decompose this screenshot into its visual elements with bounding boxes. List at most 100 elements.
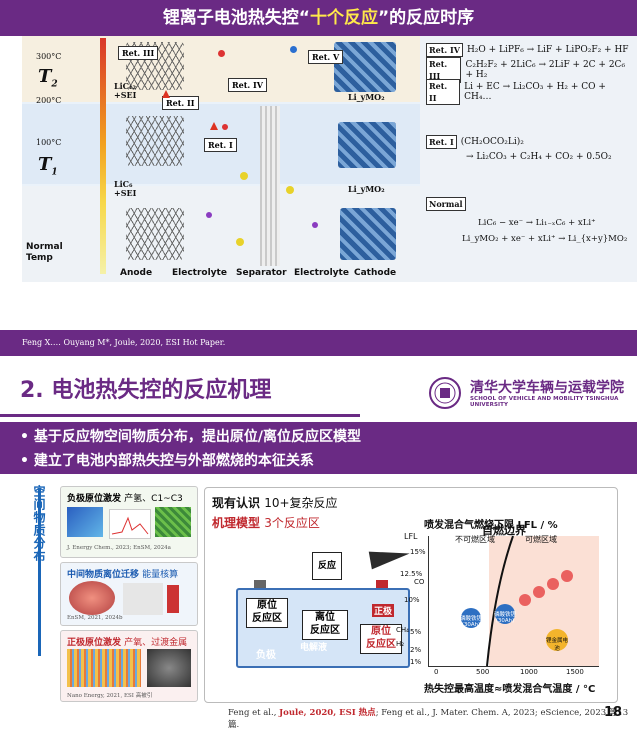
reference-text: Feng X.… Ouyang M*, Joule, 2020, ESI Hot… [22,338,226,347]
li-metal-ball [546,629,568,651]
panel-anode-3d-image [67,507,103,537]
y-axis-top-label: LFL [404,532,418,541]
title-underline [0,414,360,417]
pf6-ion-1 [206,212,212,218]
zone-in-situ-anode: 原位 反应区 [246,598,288,628]
ret-box-iii: Ret. III [118,46,159,60]
x-tick-1000: 1000 [520,668,538,676]
known-label: 现有认识 10+复杂反应 [212,496,338,510]
lfl-title: 喷发混合气燃烧下限 LFL / % [424,520,558,531]
temperature-wave [519,570,573,606]
col-separator: Separator [236,268,287,278]
logo-text-cn: 清华大学车辆与运载学院 [470,380,624,396]
battery-cell-diagram: 反应 原位 反应区 离位 反应区 原位 反应区 电解液 负极 正极 [222,548,422,668]
lfp-ball-2 [495,604,515,624]
cathode-crystal-t2 [334,42,396,92]
panel-migration: 中间物质离位迁移 能量核算 EnSM, 2021, 2024b [60,562,198,626]
banner-title-highlight: 十个反应 [310,8,378,28]
cathode-crystal-normal [340,208,396,260]
zone-in-situ-cathode: 原位 反应区 [360,624,402,654]
anode-graphite-t1 [126,116,184,166]
electrolyte-label: 电解液 [300,643,328,653]
temp-300: 300°C [36,52,62,61]
y-tick-1: 1% [410,658,422,666]
panel-migration-bar [167,585,179,613]
thermal-runaway-figure: 300°C T2 200°C 100°C T1 Normal Temp LiC₁… [22,36,420,282]
heat-triangle-2 [162,90,170,98]
x-axis-label: 热失控最高温度≈喷发混合气温度 / °C [424,684,596,695]
x-tick-0: 0 [434,668,439,676]
page-number: 18 [604,705,623,720]
lfp-ball-1 [461,608,481,628]
panel-migration-title: 中间物质离位迁移 能量核算 [67,570,179,580]
x-tick-500: 500 [476,668,490,676]
panel-anode-title: 负极原位激发 产氢、C1~C3 [67,494,183,504]
auto-ignition-label: 自燃边界 [482,524,526,537]
tsinghua-emblem-icon [428,376,462,414]
separator-membrane [260,106,280,266]
reaction-row-normal-1: LiC₆ − xe⁻ → Li₁₋ₓC₆ + xLi⁺ [478,218,596,228]
panel-anode-photo [155,507,191,537]
ret-box-iv: Ret. IV [228,78,267,92]
flammable-region [489,536,599,666]
temp-normal: Normal Temp [26,242,63,263]
panel-cathode-cite: Nano Energy, 2021, ESI 高被引 [67,693,153,699]
bullet-1: • 基于反应物空间物质分布，提出原位/离位反应区模型 [20,429,361,445]
ret-box-ii: Ret. II [162,96,199,110]
model-label: 机理模型 3个反应区 [212,516,320,530]
col-electrolyte-1: Electrolyte [172,268,227,278]
reaction-row-normal-tag: Normal [426,196,634,212]
molecule-o2 [222,124,228,130]
zone-ex-situ: 离位 反应区 [302,610,348,640]
auto-ignition-boundary [486,535,514,667]
positive-terminal [376,580,388,588]
panel-migration-cite: EnSM, 2021, 2024b [67,615,123,621]
li-ion-3 [236,238,244,246]
temp-100: 100°C [36,138,62,147]
li-ion-2 [286,186,294,194]
footer-citation: Feng et al., Joule, 2020, ESI 热点; Feng e… [228,708,629,730]
section-title: 2. 电池热失控的反应机理 [20,378,272,403]
col-anode: Anode [120,268,153,278]
reaction-row-i-line2: → Li₂CO₃ + C₂H₄ + CO₂ + 0.5O₂ [466,152,612,162]
li-ion-1 [240,172,248,180]
banner-title-b: ”的反应时序 [378,8,475,28]
cathode-label-top: Li_yMO₂ [348,92,385,102]
spatial-axis-arrow [38,488,41,656]
molecule-h [290,46,297,53]
col-electrolyte-2: Electrolyte [294,268,349,278]
reaction-row-i: Ret. I(CH₂OCO₂Li)₂ [426,134,634,150]
cathode-crystal-t1 [338,122,396,168]
panel-cathode-micrograph [147,649,191,687]
gas-h2: H₂ [396,640,405,648]
ret-box-v: Ret. V [308,50,344,64]
ball-label-2: 磷酸铁锂(30Ah) [493,612,516,624]
panel-migration-image [69,581,115,615]
temperature-gradient-bar [100,38,106,274]
region-flammable: 可燃区域 [525,535,557,544]
panel-anode-cite: J. Energy Chem., 2023; EnSM, 2024a [67,545,171,551]
reaction-row-normal-2: Li_yMO₂ + xe⁻ + xLi⁺ → Li_{x+y}MO₂ [462,234,628,244]
temp-t1: T1 [38,154,58,178]
cathode-label-bottom: Li_yMO₂ [348,184,385,194]
reaction-node: 反应 [312,552,342,580]
banner-title-a: 锂离子电池热失控“ [162,8,310,28]
panel-anode-spectrum-image [109,509,151,539]
reference-bar: Feng X.… Ouyang M*, Joule, 2020, ESI Hot… [0,330,637,356]
gas-ch4: CH₄ [396,626,409,634]
top-banner: 锂离子电池热失控“十个反应”的反应时序 [0,0,637,36]
negative-terminal [254,580,266,588]
region-nonflammable: 不可燃区域 [455,535,495,544]
gas-co: CO [414,578,425,586]
panel-migration-chart [123,583,163,615]
panel-cathode: 正极原位激发 产氧、过渡金属 Nano Energy, 2021, ESI 高被… [60,630,198,702]
anode-label-lic12: LiC₁₂ +SEI [114,81,137,100]
ball-label-3: 锂金属电池 [545,638,568,652]
ball-label-1: 磷酸铁锂(30Ah) [459,616,482,628]
bullet-band [0,422,637,474]
anode-label-lic6: LiC₆ +SEI [114,179,137,198]
ret-box-i: Ret. I [204,138,237,152]
